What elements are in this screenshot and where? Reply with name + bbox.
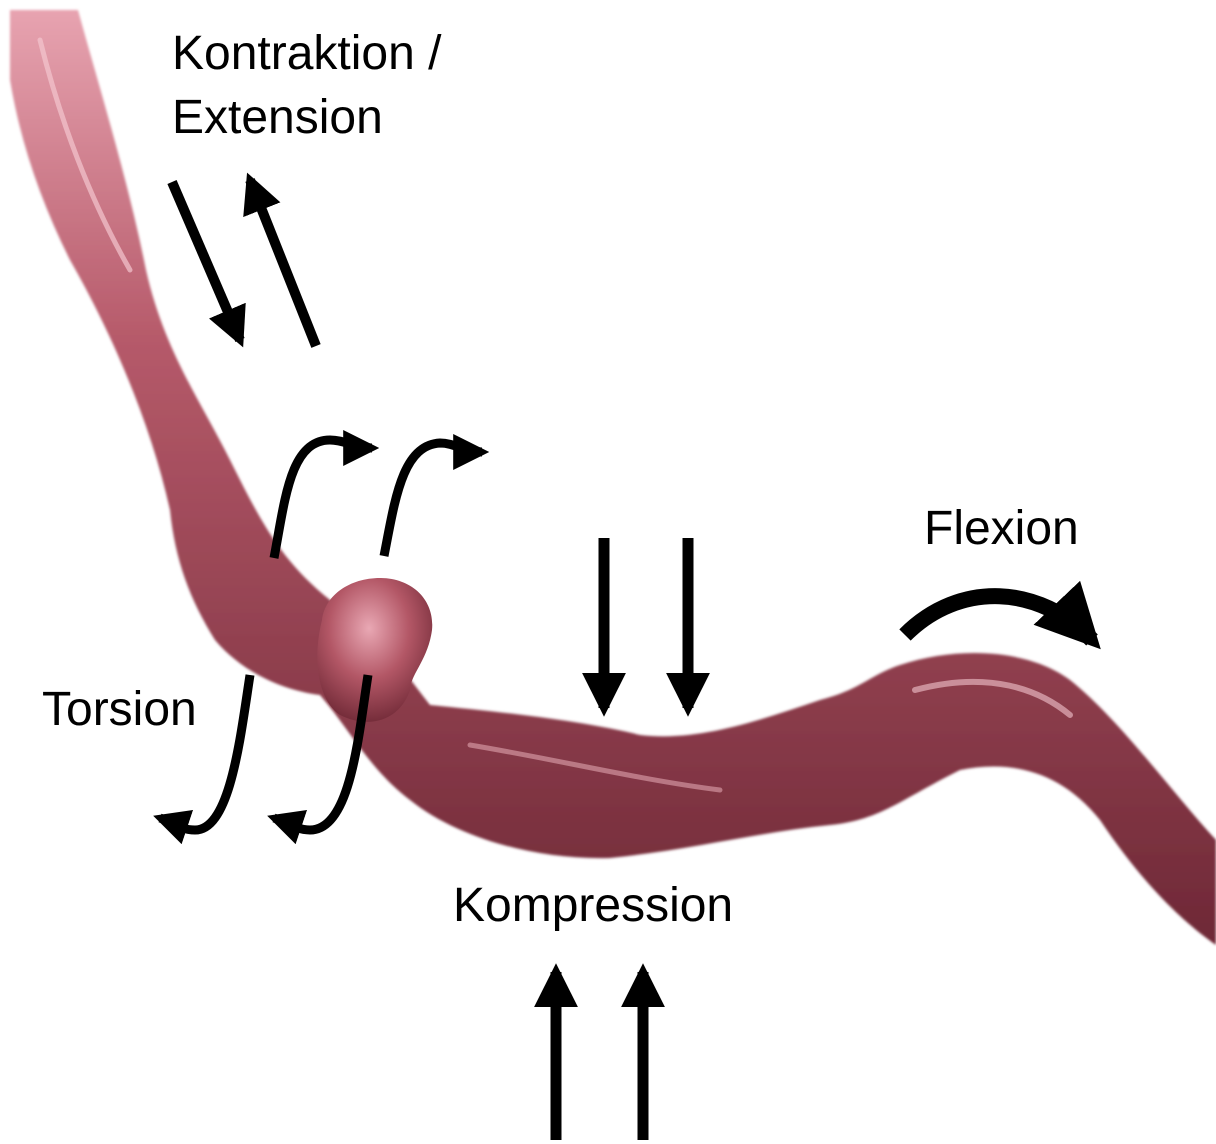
flexion-arrow: [905, 596, 1092, 640]
flexion-label: Flexion: [924, 497, 1079, 561]
vessel-shape: [10, 10, 1216, 945]
torsion-arrow-top-right: [384, 443, 482, 556]
contraction-extension-label: Kontraktion / Extension: [172, 22, 441, 150]
torsion-arrow-top-left: [274, 440, 372, 558]
arrow-up-diagonal: [250, 180, 316, 346]
contraction-label-line2: Extension: [172, 86, 441, 150]
arrow-down-diagonal: [172, 182, 240, 340]
compression-label: Kompression: [453, 874, 733, 938]
torsion-label: Torsion: [42, 678, 197, 742]
blood-vessel: [10, 10, 1216, 945]
contraction-extension-arrows: [172, 180, 316, 346]
contraction-label-line1: Kontraktion /: [172, 22, 441, 86]
flexion-curved-arrow: [905, 596, 1092, 640]
